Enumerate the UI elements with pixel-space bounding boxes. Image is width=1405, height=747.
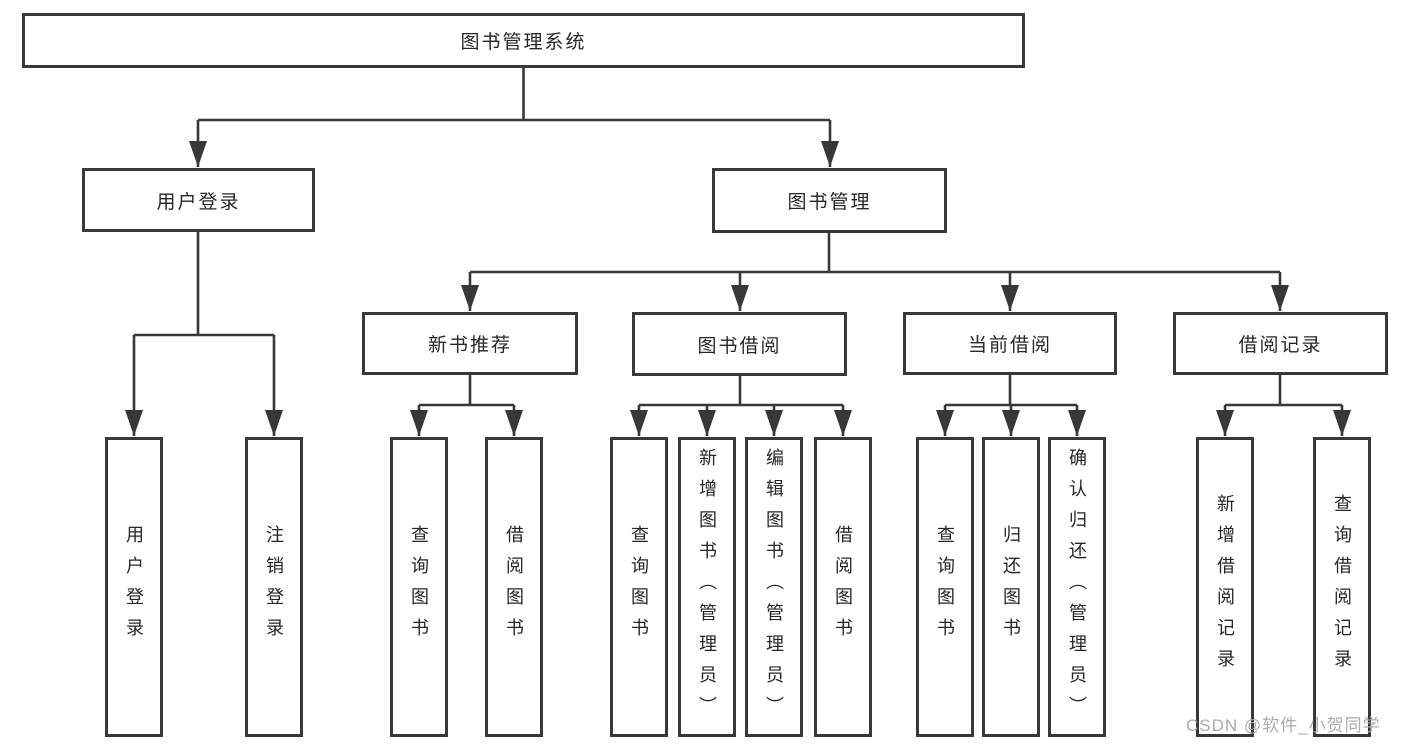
node-current-borrow: 当前借阅 — [903, 312, 1117, 375]
node-new-book-recommend: 新书推荐 — [362, 312, 578, 375]
leaf-br-add-record: 新增借阅记录 — [1196, 437, 1254, 737]
connector-arrows — [125, 120, 1351, 436]
leaf-bb-add-book-admin: 新增图书（管理员） — [678, 437, 736, 737]
leaf-bb-edit-book-admin: 编辑图书（管理员） — [745, 437, 803, 737]
leaf-cb-return-book: 归还图书 — [982, 437, 1040, 737]
leaf-logout-label: 注销登录 — [264, 525, 284, 649]
leaf-nb-borrow-book-label: 借阅图书 — [504, 525, 524, 649]
leaf-bb-add-book-admin-label: 新增图书（管理员） — [697, 447, 717, 727]
leaf-bb-borrow-book-label: 借阅图书 — [833, 525, 853, 649]
leaf-bb-edit-book-admin-label: 编辑图书（管理员） — [764, 447, 784, 727]
connector-plain-lines — [134, 68, 1342, 407]
node-user-login: 用户登录 — [82, 168, 315, 232]
leaf-bb-query-book-label: 查询图书 — [629, 525, 649, 649]
leaf-bb-query-book: 查询图书 — [610, 437, 668, 737]
leaf-cb-confirm-return-admin: 确认归还（管理员） — [1048, 437, 1106, 737]
leaf-br-query-record: 查询借阅记录 — [1313, 437, 1371, 737]
leaf-logout: 注销登录 — [245, 437, 303, 737]
leaf-br-query-record-label: 查询借阅记录 — [1332, 494, 1352, 680]
leaf-nb-query-book-label: 查询图书 — [409, 525, 429, 649]
node-book-management: 图书管理 — [712, 168, 947, 233]
leaf-user-login: 用户登录 — [105, 437, 163, 737]
watermark: CSDN @软件_小贺同学 — [1186, 716, 1381, 735]
leaf-nb-query-book: 查询图书 — [390, 437, 448, 737]
leaf-nb-borrow-book: 借阅图书 — [485, 437, 543, 737]
leaf-cb-confirm-return-admin-label: 确认归还（管理员） — [1067, 447, 1087, 727]
node-root: 图书管理系统 — [22, 13, 1025, 68]
leaf-cb-return-book-label: 归还图书 — [1001, 525, 1021, 649]
leaf-br-add-record-label: 新增借阅记录 — [1215, 494, 1235, 680]
leaf-cb-query-book-label: 查询图书 — [935, 525, 955, 649]
leaf-cb-query-book: 查询图书 — [916, 437, 974, 737]
node-book-borrow: 图书借阅 — [632, 312, 847, 376]
leaf-user-login-label: 用户登录 — [124, 525, 144, 649]
leaf-bb-borrow-book: 借阅图书 — [814, 437, 872, 737]
node-borrow-record: 借阅记录 — [1173, 312, 1388, 375]
